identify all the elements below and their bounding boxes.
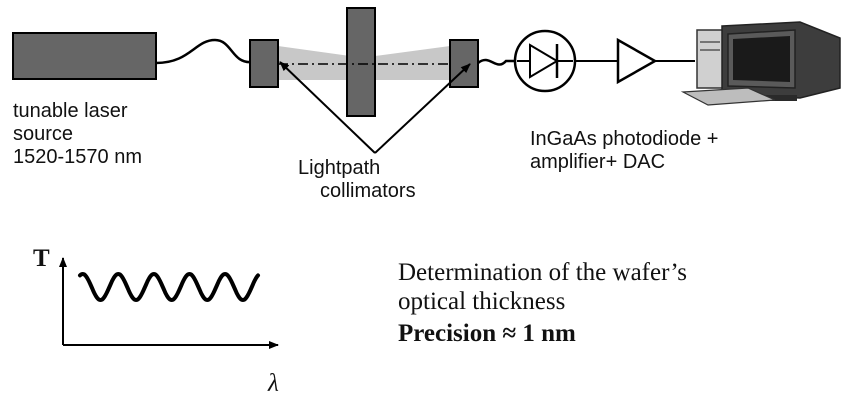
arrow-right-collimator: [374, 63, 471, 154]
fiber-laser: [155, 38, 253, 65]
amplifier-icon: [616, 37, 658, 85]
graph-x-label: λ: [268, 370, 279, 397]
graph-y-label: T: [33, 245, 50, 272]
description-line-2: optical thickness: [398, 288, 566, 315]
light-beam-right: [375, 46, 450, 80]
left-collimator: [249, 39, 279, 88]
light-beam: [278, 46, 350, 80]
detector-line-1: InGaAs photodiode +: [530, 128, 719, 150]
collimators-line-2: collimators: [320, 180, 416, 202]
precision-text: Precision ≈ 1 nm: [398, 320, 576, 347]
laser-source-line-3: 1520-1570 nm: [13, 146, 142, 168]
collimators-label: Lightpath collimators: [298, 157, 416, 203]
laser-source-line-2: source: [13, 123, 74, 145]
collimators-line-1: Lightpath: [298, 157, 381, 179]
laser-source: [12, 32, 157, 80]
wafer: [346, 7, 376, 117]
laser-source-line-1: tunable laser: [13, 100, 128, 122]
detector-label: InGaAs photodiode + amplifier+ DAC: [530, 128, 718, 174]
interference-fringe-curve: [78, 271, 260, 303]
description-line-1: Determination of the wafer’s: [398, 259, 688, 286]
photodiode-icon: [513, 29, 577, 93]
fiber-detector: [477, 58, 515, 66]
laser-source-label: tunable laser source 1520-1570 nm: [13, 100, 142, 169]
arrow-left-collimator: [279, 61, 376, 154]
detector-line-2: amplifier+ DAC: [530, 151, 666, 173]
description-text: Determination of the wafer’s optical thi…: [398, 258, 687, 316]
computer-icon: [680, 21, 841, 106]
